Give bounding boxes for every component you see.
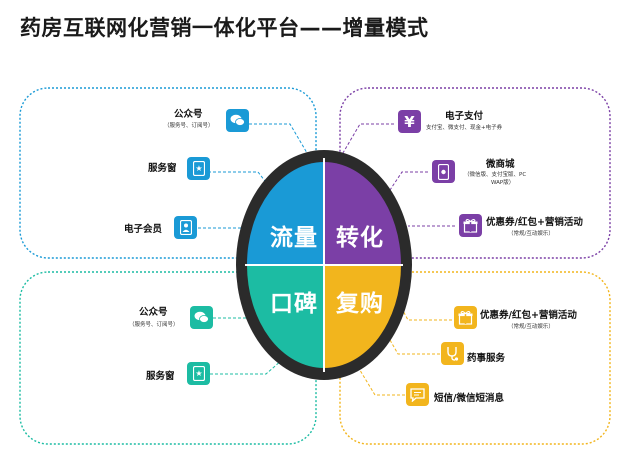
tr-item-3-sub: （常规/互动娱乐） (508, 231, 554, 237)
svg-text:★: ★ (195, 369, 202, 378)
quadrant-repurchase-label: 复购 (336, 291, 384, 317)
connector-br-3 (354, 361, 405, 396)
gift-icon (459, 214, 482, 237)
phone-shop-icon (432, 160, 455, 183)
connector-br-1 (399, 304, 452, 321)
tl-item-1-label: 公众号 (174, 109, 203, 120)
bl-item-1-sub: （服务号、订阅号） (129, 322, 179, 328)
tl-item-3-label: 电子会员 (124, 224, 163, 235)
bl-item-1-label: 公众号 (139, 307, 168, 318)
connector-tr-2 (389, 171, 428, 191)
chat-icon (190, 306, 213, 329)
gift-icon (454, 306, 477, 329)
tl-item-2-label: 服务窗 (148, 163, 177, 174)
page-title: 药房互联网化营销一体化平台——增量模式 (20, 16, 429, 40)
tr-item-3-label: 优惠券/红包+营销活动 (486, 217, 583, 228)
quadrant-word-label: 口碑 (270, 291, 318, 317)
bl-item-2-label: 服务窗 (146, 371, 175, 382)
br-item-2-label: 药事服务 (467, 353, 506, 364)
tr-item-2-label: 微商城 (486, 159, 515, 170)
star-card-icon: ★ (187, 362, 210, 385)
yen-icon: ¥ (398, 110, 421, 133)
br-item-3-label: 短信/微信短消息 (434, 393, 504, 404)
quadrant-flow-label: 流量 (270, 225, 318, 251)
tr-item-2-sub2: WAP版） (491, 180, 515, 186)
member-icon (174, 216, 197, 239)
quadrant-convert-label: 转化 (336, 225, 384, 251)
star-card-icon: ★ (187, 157, 210, 180)
tr-item-1-label: 电子支付 (445, 111, 484, 122)
connector-bl-2 (210, 359, 283, 375)
stethoscope-icon (441, 342, 464, 365)
chat-icon (226, 109, 249, 132)
connector-br-2 (389, 339, 440, 355)
connector-tr-1 (339, 123, 394, 159)
tr-item-1-sub: 支付宝、微支付、现金+电子券 (426, 125, 503, 131)
connector-tl-1 (249, 123, 311, 159)
message-icon (406, 383, 429, 406)
br-item-1-label: 优惠券/红包+营销活动 (480, 310, 577, 321)
tr-item-2-sub: （微信版、支付宝版、PC (464, 172, 527, 178)
tl-item-1-sub: （服务号、订阅号） (164, 123, 214, 129)
br-item-1-sub: （常规/互动娱乐） (508, 324, 554, 330)
svg-text:★: ★ (195, 164, 202, 173)
